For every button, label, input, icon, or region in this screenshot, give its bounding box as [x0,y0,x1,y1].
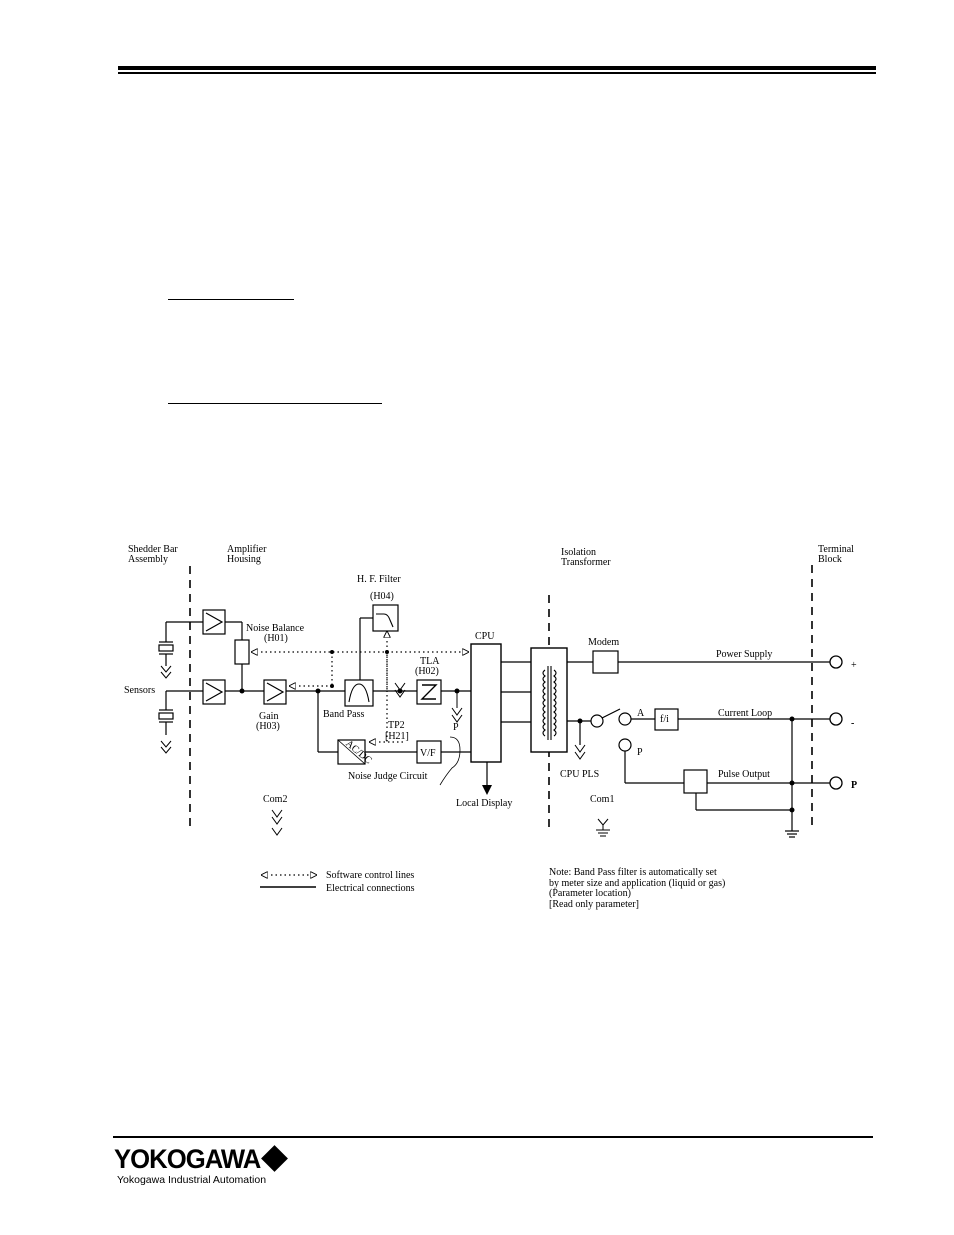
preamp-upper-triangle-icon [205,612,224,632]
label-band-pass: Band Pass [323,709,365,720]
com1-ground-icon [596,818,610,837]
label-gain-param: (H03) [256,721,280,732]
gain-amplifier [263,679,287,705]
header-rule-thin [118,72,876,74]
label-noise-balance: Noise Balance [246,623,305,634]
sensor-upper-ground-icon [160,665,172,679]
vf-block [416,740,442,764]
label-com2: Com2 [263,794,287,805]
label-noise-balance-param: (H01) [264,633,288,644]
com2-testpoint-icon [271,809,283,825]
pulse-output-block [683,769,708,794]
note-line-1: Note: Band Pass filter is automatically … [549,867,717,878]
blank-heading-underline-2 [168,403,382,404]
switch-pivot-icon [590,714,604,728]
local-display-arrow-icon [482,785,492,795]
header-terminal-1: Terminal [818,544,854,555]
cpu-pls-testpoint-icon [574,744,586,760]
preamp-lower [202,679,226,705]
sensors-group [158,621,203,735]
p-testpoint-icon [451,707,463,723]
label-cpu-pls: CPU PLS [560,769,599,780]
lowpass-curve-icon [376,613,394,628]
header-isolation-2: Transformer [561,557,611,568]
tp2-testpoint-icon [394,682,406,698]
terminal-p [829,776,843,790]
footer-rule [113,1136,873,1138]
legend-electrical: Electrical connections [326,883,415,894]
label-vf: V/F [420,748,436,759]
hf-filter-block [372,604,399,632]
label-p-test: P [453,722,459,733]
header-isolation-1: Isolation [561,547,596,558]
noise-balance-block [234,639,250,665]
header-amplifier-1: Amplifier [227,544,267,555]
label-sensors: Sensors [124,685,155,696]
preamp-lower-triangle-icon [205,682,224,702]
header-shedder-1: Shedder Bar [128,544,178,555]
transformer-coil-icon [542,666,557,740]
label-switch-p: P [637,747,643,758]
switch-arm [601,708,621,719]
label-gain: Gain [259,711,278,722]
label-fi: f/i [660,714,669,725]
label-com1: Com1 [590,794,614,805]
label-tp2: TP2 [388,720,405,731]
label-modem: Modem [588,637,619,648]
header-amplifier-2: Housing [227,554,261,565]
label-noise-judge: Noise Judge Circuit [348,771,428,782]
label-tp2-param: [H21] [385,731,409,742]
label-terminal-plus: + [851,660,857,671]
modem-block [592,650,619,674]
label-cpu: CPU [475,631,495,642]
label-hf-filter-param: (H04) [370,591,394,602]
label-power-supply: Power Supply [716,649,772,660]
terminal-minus [829,712,843,726]
label-terminal-minus: - [851,718,854,729]
cpu-block [470,643,502,763]
label-switch-a: A [637,708,645,719]
yokogawa-logo-text: YOKOGAWA [114,1144,261,1174]
label-current-loop: Current Loop [718,708,772,719]
label-tla: TLA [420,656,440,667]
bandpass-curve-icon [348,683,370,703]
label-local-display: Local Display [456,798,512,809]
note-line-4: [Read only parameter] [549,899,639,910]
label-pulse-output: Pulse Output [718,769,770,780]
tla-z-icon [420,684,438,700]
label-tla-param: (H02) [415,666,439,677]
label-terminal-p: P [851,780,857,791]
sensor-lower-ground-icon [160,740,172,754]
gain-triangle-icon [266,682,285,702]
isolation-transformer-block [530,647,568,753]
label-hf-filter: H. F. Filter [357,574,401,585]
note-line-3: (Parameter location) [549,888,631,899]
header-terminal-2: Block [818,554,842,565]
terminal-plus [829,655,843,669]
blank-heading-underline-1 [168,299,294,300]
header-shedder-2: Assembly [128,554,168,565]
note-line-2: by meter size and application (liquid or… [549,878,725,889]
header-rule-thick [118,66,876,70]
yokogawa-subtitle: Yokogawa Industrial Automation [117,1174,267,1186]
legend-software: Software control lines [326,870,414,881]
